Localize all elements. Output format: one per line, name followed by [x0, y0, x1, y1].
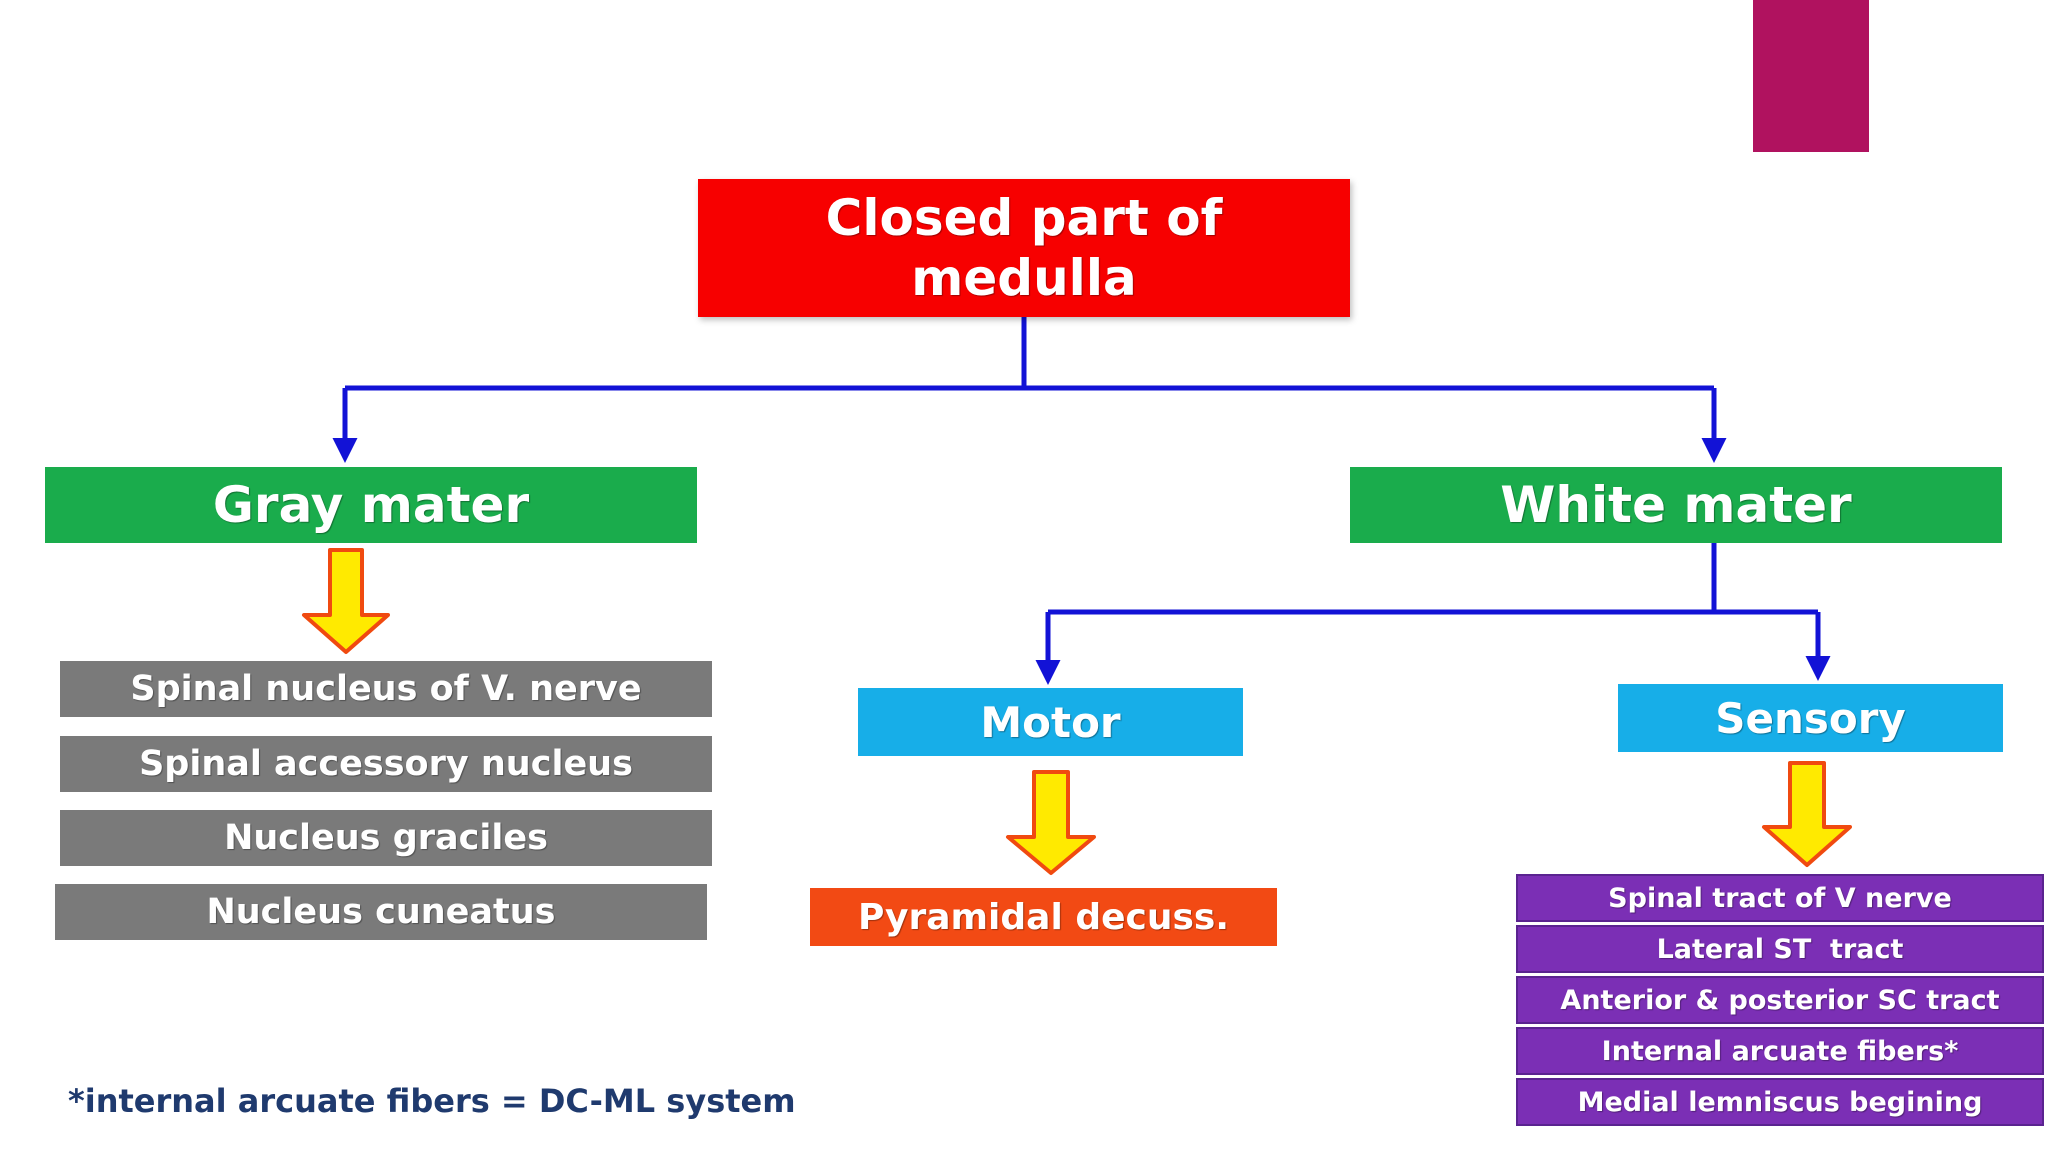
sensory-item-4: Internal arcuate fibers*	[1516, 1027, 2044, 1075]
gray-item-3: Nucleus graciles	[60, 810, 712, 866]
sensory-item-5: Medial lemniscus begining	[1516, 1078, 2044, 1126]
sensory-item-label: Internal arcuate fibers*	[1601, 1035, 1959, 1067]
arrow-gray-mater	[302, 548, 390, 654]
gray-item-label: Spinal nucleus of V. nerve	[130, 669, 642, 709]
sensory-item-2: Lateral ST tract	[1516, 925, 2044, 973]
accent-bar	[1753, 0, 1869, 152]
arrow-sensory	[1762, 761, 1852, 867]
white-mater-box: White mater	[1350, 467, 2002, 543]
pyramidal-decussation-box: Pyramidal decuss.	[810, 888, 1277, 946]
sensory-label: Sensory	[1715, 693, 1906, 743]
sensory-item-label: Lateral ST tract	[1656, 933, 1904, 965]
closed-medulla-box: Closed part of medulla	[698, 179, 1350, 317]
gray-item-4: Nucleus cuneatus	[55, 884, 707, 940]
pyramidal-decussation-label: Pyramidal decuss.	[857, 896, 1230, 938]
motor-label: Motor	[980, 697, 1121, 747]
white-mater-label: White mater	[1500, 476, 1852, 534]
sensory-item-label: Spinal tract of V nerve	[1608, 882, 1952, 914]
footnote: *internal arcuate fibers = DC-ML system	[68, 1082, 796, 1120]
closed-medulla-label: Closed part of medulla	[825, 189, 1223, 307]
gray-mater-box: Gray mater	[45, 467, 697, 543]
sensory-item-label: Anterior & posterior SC tract	[1560, 984, 2000, 1016]
arrow-motor	[1006, 770, 1096, 875]
sensory-item-label: Medial lemniscus begining	[1577, 1086, 1983, 1118]
gray-item-label: Spinal accessory nucleus	[139, 744, 633, 784]
sensory-item-1: Spinal tract of V nerve	[1516, 874, 2044, 922]
motor-box: Motor	[858, 688, 1243, 756]
sensory-item-3: Anterior & posterior SC tract	[1516, 976, 2044, 1024]
gray-item-label: Nucleus cuneatus	[206, 892, 556, 932]
gray-item-2: Spinal accessory nucleus	[60, 736, 712, 792]
gray-mater-label: Gray mater	[212, 476, 530, 534]
gray-item-label: Nucleus graciles	[224, 818, 548, 858]
gray-item-1: Spinal nucleus of V. nerve	[60, 661, 712, 717]
sensory-box: Sensory	[1618, 684, 2003, 752]
